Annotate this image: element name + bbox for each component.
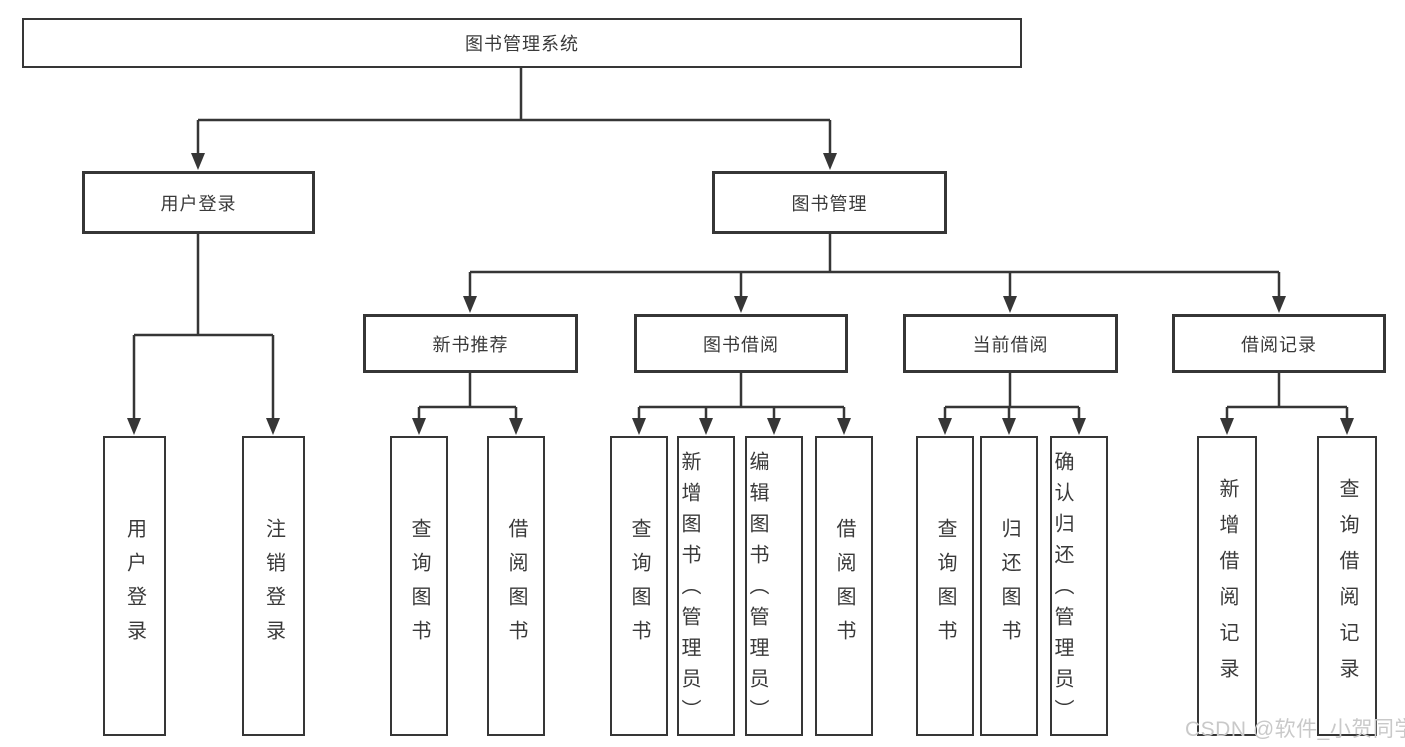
node-current-borrowing: 当前借阅 xyxy=(903,314,1118,373)
node-label: 图书管理 xyxy=(791,193,868,214)
node-user-login: 用户登录 xyxy=(82,171,315,234)
node-label: 图书借阅 xyxy=(703,334,779,355)
node-label: 用户登录 xyxy=(160,193,237,214)
leaf-logout: 注销登录 xyxy=(242,436,305,736)
leaf-user-login: 用户登录 xyxy=(103,436,166,736)
node-book-borrowing: 图书借阅 xyxy=(634,314,848,373)
node-label: 新增图书（管理员） xyxy=(678,450,700,730)
node-label: 图书管理系统 xyxy=(465,34,579,54)
node-label: 注销登录 xyxy=(262,518,285,654)
node-label: 借阅图书 xyxy=(505,518,527,654)
leaf-bb-add-books-admin: 新增图书（管理员） xyxy=(677,436,735,736)
node-label: 新增借阅记录 xyxy=(1216,478,1238,694)
leaf-br-query-record: 查询借阅记录 xyxy=(1317,436,1377,736)
leaf-bb-edit-books-admin: 编辑图书（管理员） xyxy=(745,436,803,736)
csdn-watermark: CSDN @软件_小贺同学 xyxy=(1185,718,1405,741)
node-label: 当前借阅 xyxy=(972,334,1049,355)
node-label: 新书推荐 xyxy=(432,334,509,355)
node-label: 查询图书 xyxy=(934,518,956,654)
node-label: 确认归还（管理员） xyxy=(1051,450,1073,730)
leaf-bb-borrow-books: 借阅图书 xyxy=(815,436,873,736)
node-label: 归还图书 xyxy=(998,518,1020,654)
node-book-management: 图书管理 xyxy=(712,171,947,234)
node-label: 编辑图书（管理员） xyxy=(746,450,768,730)
node-library-system: 图书管理系统 xyxy=(22,18,1022,68)
leaf-cb-return-books: 归还图书 xyxy=(980,436,1038,736)
leaf-cb-confirm-return-admin: 确认归还（管理员） xyxy=(1050,436,1108,736)
node-new-book-recommend: 新书推荐 xyxy=(363,314,578,373)
leaf-cb-query-books: 查询图书 xyxy=(916,436,974,736)
leaf-bb-query-books: 查询图书 xyxy=(610,436,668,736)
leaf-nb-borrow-books: 借阅图书 xyxy=(487,436,545,736)
node-label: 用户登录 xyxy=(123,518,146,654)
node-label: 借阅记录 xyxy=(1241,334,1317,355)
leaf-br-add-record: 新增借阅记录 xyxy=(1197,436,1257,736)
leaf-nb-query-books: 查询图书 xyxy=(390,436,448,736)
node-label: 查询借阅记录 xyxy=(1336,478,1358,694)
node-label: 查询图书 xyxy=(628,518,650,654)
node-label: 借阅图书 xyxy=(833,518,855,654)
node-label: 查询图书 xyxy=(408,518,430,654)
node-borrowing-records: 借阅记录 xyxy=(1172,314,1386,373)
